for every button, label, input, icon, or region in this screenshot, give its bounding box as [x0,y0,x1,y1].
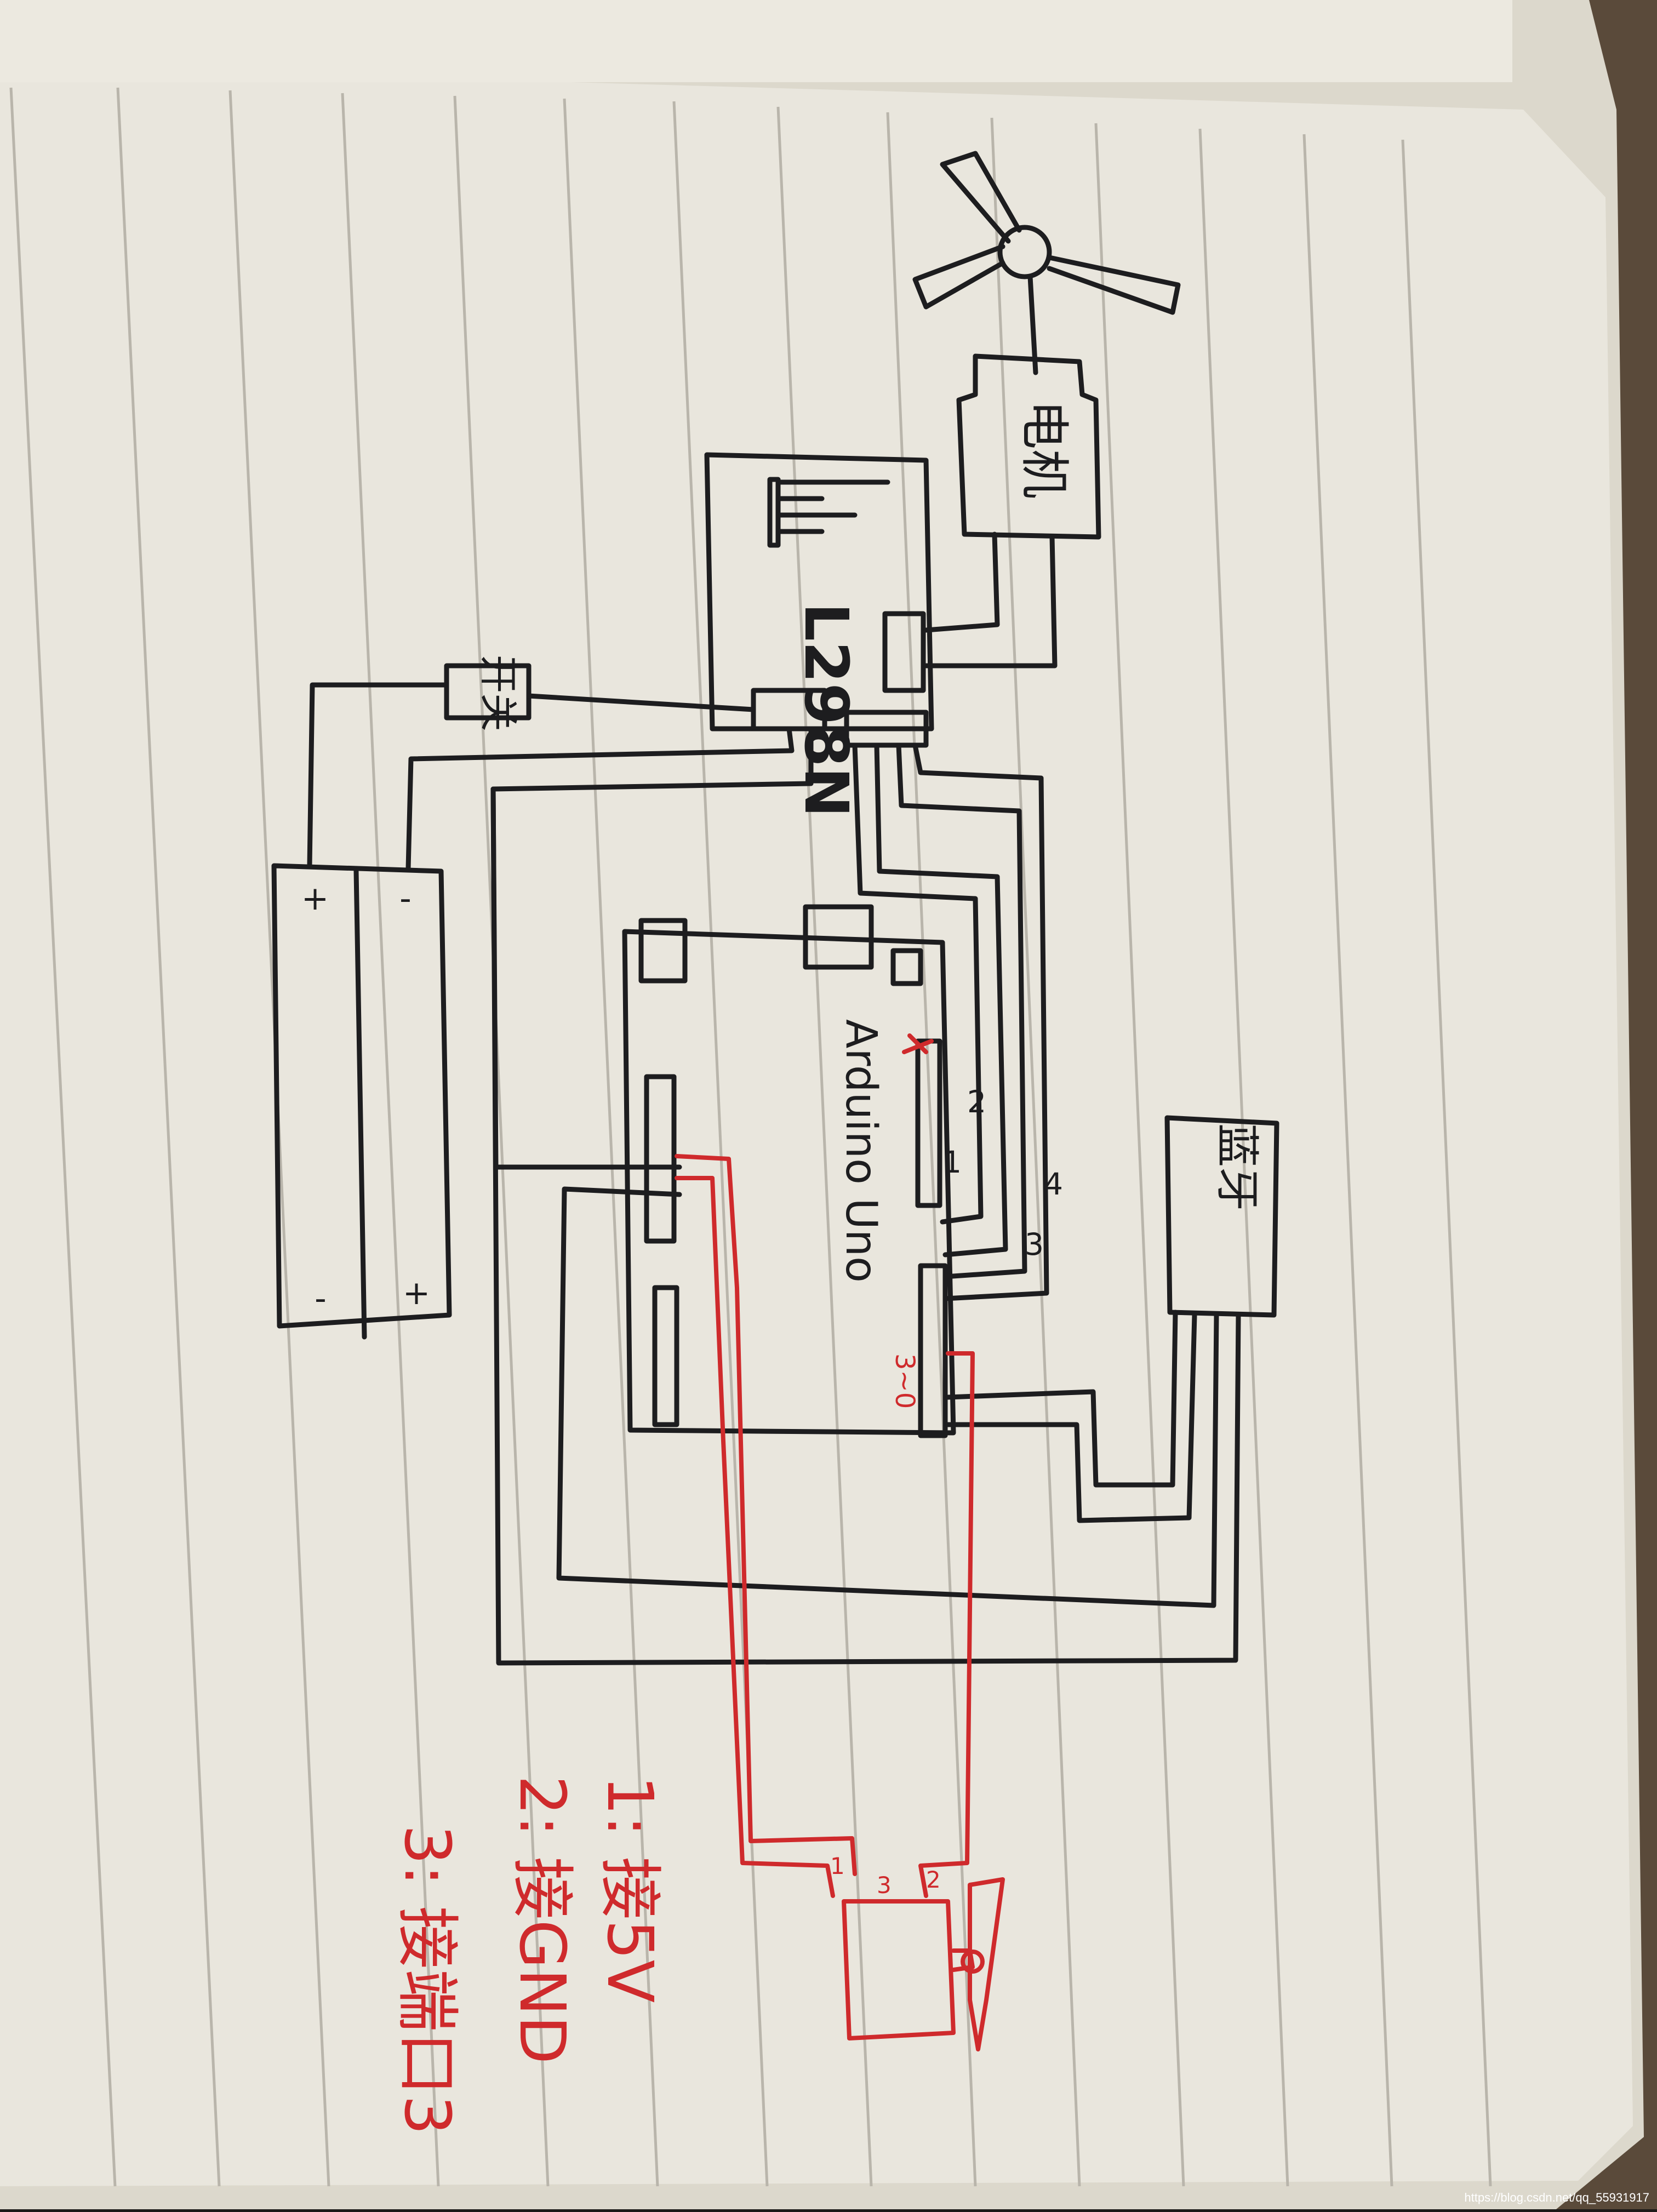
ruled-lines [9,87,1492,2187]
arduino-pins-label: 3~0 [889,1353,920,1409]
power-jack [803,904,874,970]
motor-box: 电机 [956,353,1101,540]
fan-icon [912,151,1181,375]
switch-box: 开关 [444,655,532,731]
legend-item-3: 3: 接端口3 [390,1825,464,2135]
arduino-label: Arduino Uno [836,1019,885,1283]
servo-wire-label-2: 2 [926,1866,941,1893]
watermark: https://blog.csdn.net/qq_55931917 [1464,2191,1649,2204]
legend-item-2: 2: 接GND [505,1775,579,2064]
power-header [644,1074,677,1244]
battery-pack: + - - + [271,863,452,1340]
wire-label-1: 1 [942,1145,962,1180]
bluetooth-module: 蓝牙 [1164,1115,1279,1318]
top-page-strip [0,0,1512,82]
switch-label: 开关 [476,655,521,731]
legend-item-1: 1: 接5V [593,1775,666,2003]
digital-header-bottom [918,1263,948,1438]
wire-label-3: 3 [1025,1227,1044,1262]
arduino-board: Arduino Uno 3~0 [622,904,956,1438]
motor-output-terminal [882,611,926,693]
usb-port [638,918,688,984]
analog-header [652,1285,679,1427]
bluetooth-label: 蓝牙 [1212,1123,1262,1211]
battery-minus-bottom: - [315,1279,327,1318]
servo-wire-label-1: 1 [830,1853,845,1879]
wire-label-4: 4 [1044,1167,1063,1202]
battery-plus-top: + [301,879,329,918]
motor-label: 电机 [1015,400,1073,499]
battery-plus-bottom: + [403,1274,430,1312]
control-pin-header [844,710,929,748]
l298n-board: L298N [704,452,934,818]
servo-motor [842,1877,1005,2051]
battery-minus-top: - [399,879,412,918]
servo-wire-label-3: 3 [877,1872,892,1899]
wire-label-2: 2 [967,1084,986,1119]
notebook-page [0,66,1633,2186]
legend: 1: 接5V 2: 接GND 3: 接端口3 [390,1775,666,2135]
